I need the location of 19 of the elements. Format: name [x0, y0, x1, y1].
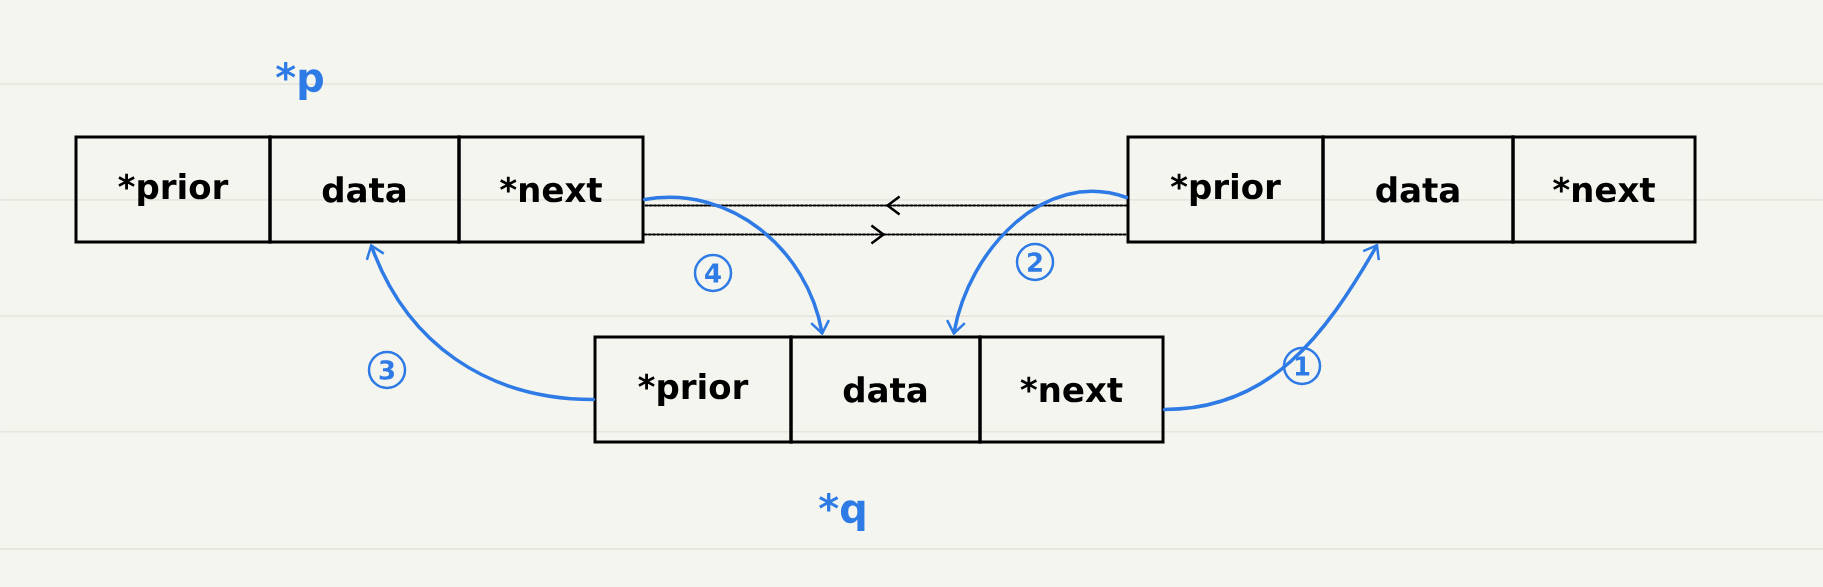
- cell-box: data: [1321, 135, 1515, 244]
- cell-box: *next: [457, 135, 645, 244]
- cell-box: *next: [1511, 135, 1697, 244]
- cell-box: *next: [978, 335, 1165, 444]
- arrow: [365, 243, 596, 402]
- arrow: [1162, 243, 1380, 412]
- arrow: [945, 189, 1129, 336]
- edge-label: 1: [1282, 346, 1322, 386]
- pointer-label: *q: [819, 493, 865, 531]
- arrow: [642, 195, 831, 336]
- cell-box: data: [789, 335, 982, 444]
- edge-label: 3: [367, 350, 407, 390]
- cell-box: data: [268, 135, 461, 244]
- cell-box: *prior: [593, 335, 793, 444]
- cell-box: *prior: [74, 135, 272, 244]
- edge-label: 4: [693, 253, 733, 293]
- edge-label: 2: [1015, 242, 1055, 282]
- cell-box: *prior: [1126, 135, 1325, 244]
- pointer-label: *p: [276, 62, 323, 100]
